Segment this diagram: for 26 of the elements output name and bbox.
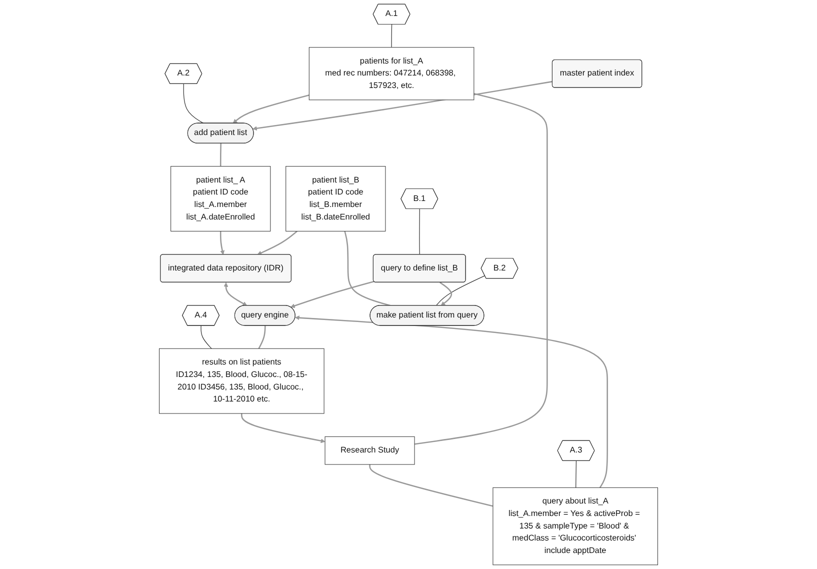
connector (391, 24, 392, 48)
connector (344, 231, 391, 306)
connector (183, 84, 204, 124)
connector (436, 275, 486, 306)
node-box: patients for list_A med rec numbers: 047214, 068398, 157923, etc. (308, 47, 474, 100)
node-box: patient list_ A patient ID code list_A.member list_A.dateEnrolled (170, 166, 271, 232)
connector (200, 325, 212, 349)
connector (419, 208, 420, 255)
arrow (241, 414, 326, 444)
node-box: results on list patients ID1234, 135, Blood, Glucoc., 08-15-2010 ID3456, 135, Blood, Glucoc., 10-11-2010 etc. (159, 348, 324, 414)
arrow (224, 282, 248, 306)
arrow (294, 316, 608, 488)
arrow (257, 230, 298, 255)
node-box: query about list_A list_A.member = Yes & activeProb = 135 & sampleType = 'Blood' & medClass = 'Glucocorticosteroids' include apptDate (492, 487, 658, 566)
connector (220, 143, 222, 166)
connector (576, 460, 577, 488)
arrow (290, 280, 374, 308)
arrow (252, 80, 553, 131)
arrow (440, 282, 452, 306)
arrow (232, 94, 310, 124)
node-box: patient list_B patient ID code list_B.member list_B.dateEnrolled (286, 166, 386, 232)
connector (414, 93, 548, 445)
node-box: Research Study (324, 436, 415, 465)
connector (369, 464, 494, 507)
connector (258, 326, 266, 349)
arrow (220, 231, 225, 255)
